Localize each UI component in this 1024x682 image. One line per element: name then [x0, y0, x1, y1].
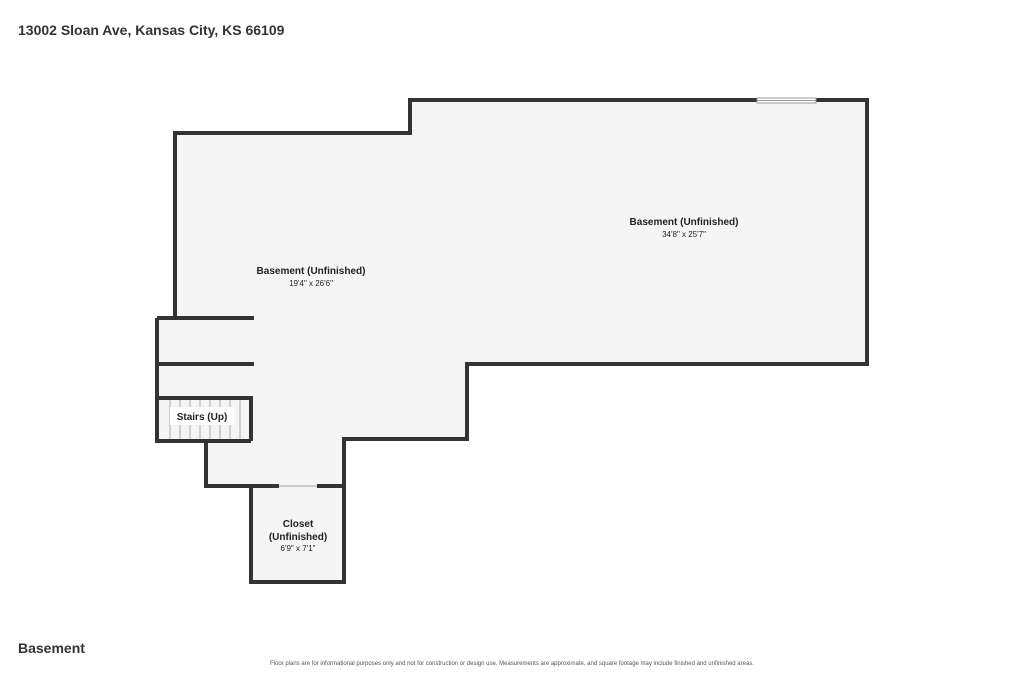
closet-floor [251, 486, 344, 582]
room-name-basement-left: Basement (Unfinished) [257, 266, 366, 277]
room-name-closet-sub: (Unfinished) [269, 532, 327, 543]
alcove-wall [155, 316, 254, 443]
window [756, 97, 817, 104]
room-dims-closet: 6'9" x 7'1" [281, 544, 316, 553]
floor-name: Basement [18, 640, 85, 656]
room-dims-basement-left: 19'4" x 26'6" [289, 279, 333, 288]
disclaimer-text: Floor plans are for informational purpos… [270, 661, 754, 667]
room-name-closet: Closet [283, 519, 314, 530]
exterior-wall-lower-left [204, 441, 251, 488]
closet-wall [249, 486, 346, 584]
property-address: 13002 Sloan Ave, Kansas City, KS 66109 [18, 22, 285, 38]
room-name-basement-right: Basement (Unfinished) [630, 217, 739, 228]
exterior-wall [173, 98, 869, 486]
stairs-label-bg [170, 407, 234, 425]
floor-area [157, 100, 867, 486]
room-name-stairs: Stairs (Up) [177, 412, 228, 423]
room-dims-basement-right: 34'8" x 25'7" [662, 230, 706, 239]
